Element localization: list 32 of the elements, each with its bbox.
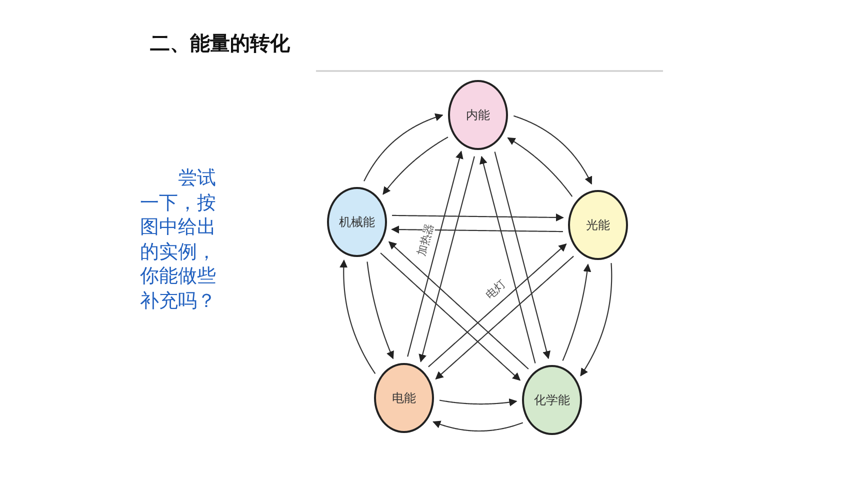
arrow <box>380 252 521 381</box>
node-label: 电能 <box>392 390 416 406</box>
arrow <box>418 156 475 362</box>
prompt-text: 尝试一下，按图中给出的实例，你能做些补充吗？ <box>140 166 217 313</box>
arrow <box>435 256 574 380</box>
arrow <box>432 420 524 432</box>
node-label: 光能 <box>586 216 610 234</box>
energy-circle <box>374 363 434 433</box>
arrow <box>580 263 612 376</box>
arrow <box>439 398 518 406</box>
arrow <box>340 260 376 374</box>
arrow <box>507 137 573 197</box>
node-label: 内能 <box>466 106 490 124</box>
energy-circle <box>522 365 582 435</box>
arrow <box>392 213 564 222</box>
title: 二、能量的转化 <box>150 30 290 57</box>
arrow <box>513 115 592 185</box>
arrow <box>428 243 567 368</box>
edge-label: 加热器 <box>416 222 436 258</box>
node-label: 化学能 <box>534 392 570 408</box>
arrow <box>562 264 592 361</box>
arrow <box>382 136 448 195</box>
arrow <box>366 262 394 360</box>
arrow <box>407 150 464 357</box>
arrow <box>391 226 563 234</box>
arrow <box>494 152 550 360</box>
arrow <box>480 156 536 364</box>
energy-circle <box>448 80 508 150</box>
arrow <box>388 241 529 370</box>
node-label: 机械能 <box>339 214 375 230</box>
arrow <box>364 113 444 182</box>
energy-circle <box>327 187 387 257</box>
